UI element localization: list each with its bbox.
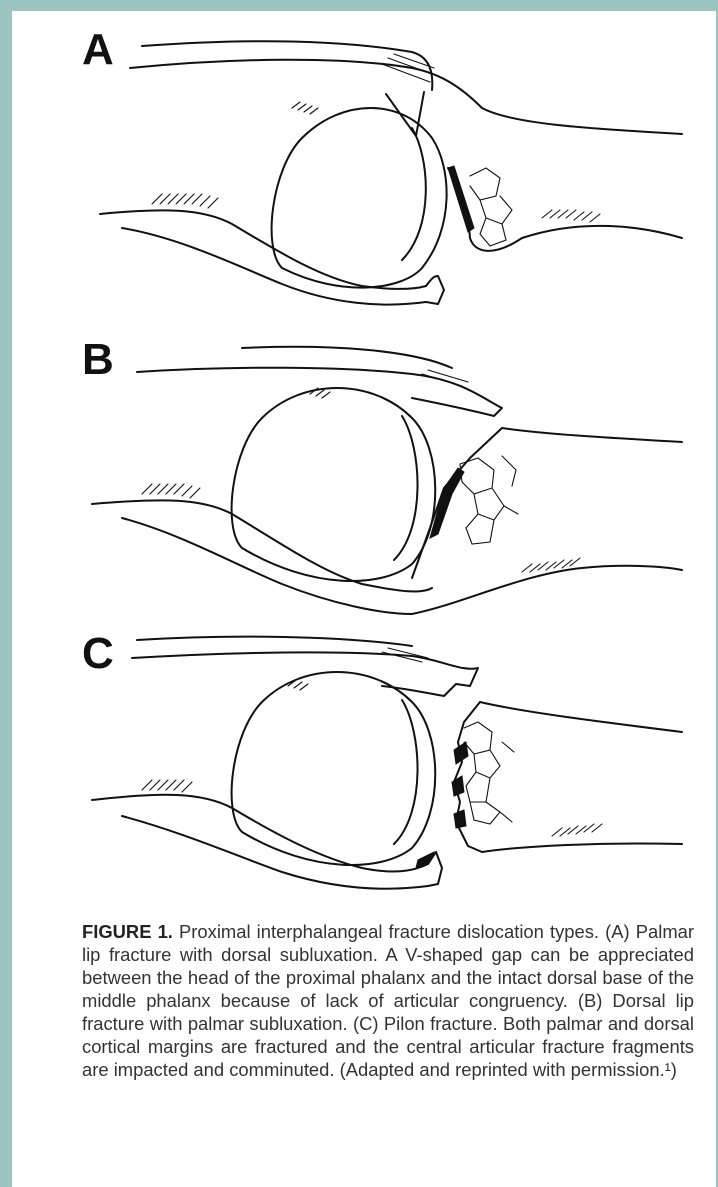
figure-panel-a: A xyxy=(82,28,702,328)
panel-label-c: C xyxy=(82,632,114,676)
figure-panel-b: B xyxy=(82,338,702,628)
panel-c-illustration xyxy=(82,632,702,902)
figure-caption-text: Proximal interphalangeal fracture disloc… xyxy=(82,921,694,1080)
panel-b-illustration xyxy=(82,338,702,628)
panel-a-illustration xyxy=(82,28,702,328)
panel-label-b: B xyxy=(82,338,114,382)
panel-label-a: A xyxy=(82,28,114,72)
figure-caption-label: FIGURE 1. xyxy=(82,921,173,942)
figure-panel-c: C xyxy=(82,632,702,902)
figure-caption: FIGURE 1. Proximal interphalangeal fract… xyxy=(82,920,694,1081)
